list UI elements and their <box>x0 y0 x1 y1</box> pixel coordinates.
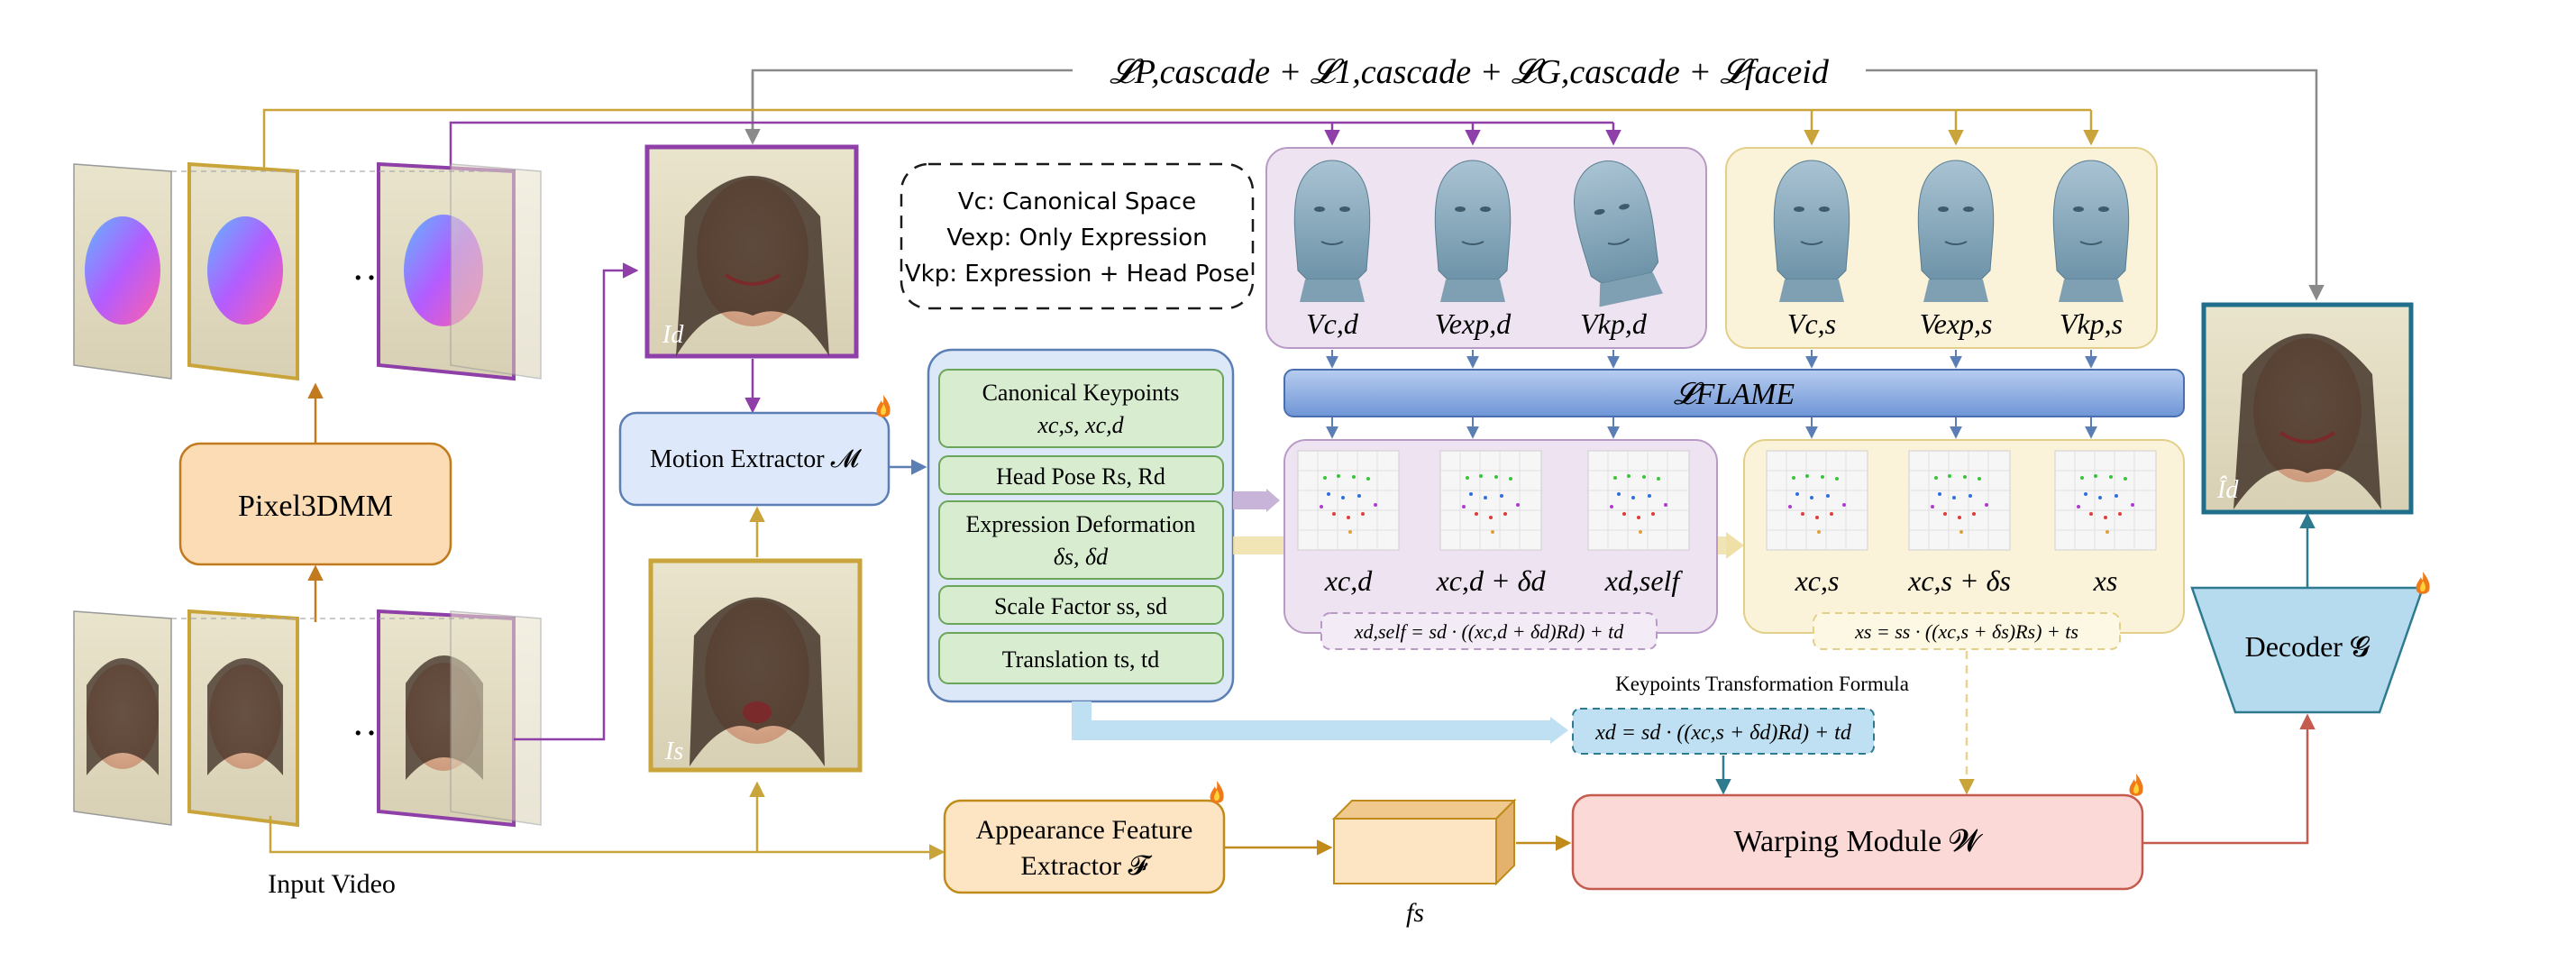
kp-label-s-0: xc,s <box>1795 564 1840 597</box>
mesh-vc-s <box>1773 160 1850 303</box>
param-translation: Translation ts, td <box>938 632 1224 684</box>
param-expression: Expression Deformation δs, δd <box>938 500 1224 580</box>
legend-line2: Vexp: Only Expression <box>946 224 1207 252</box>
thick-arrowhead-gold <box>1726 532 1744 559</box>
param-canonical: Canonical Keypoints xc,s, xc,d <box>938 369 1224 448</box>
source-frame-label: Is <box>664 738 683 765</box>
arrow-warp-to-decoder <box>2142 713 2316 845</box>
frame-stack-top: … <box>73 161 542 381</box>
formula-self-text: xd,self = sd · ((xc,d + δd)Rd) + td <box>1354 620 1625 643</box>
param-headpose: Head Pose Rs, Rd <box>938 455 1224 495</box>
param-canonical-line1: Canonical Keypoints <box>982 380 1180 406</box>
mesh-vc-d <box>1293 160 1371 303</box>
motion-extractor-label: Motion Extractor 𝓜 <box>650 445 863 473</box>
feature-volume-label: fs <box>1406 898 1424 928</box>
fire-icon <box>2129 774 2143 796</box>
pixel3dmm-label: Pixel3DMM <box>238 490 393 523</box>
thick-arrowhead-purple <box>1266 489 1280 512</box>
mesh-vkp-s <box>2052 160 2130 303</box>
pixel3dmm-box <box>178 442 452 566</box>
mesh-label-d-0: Vc,d <box>1306 307 1359 340</box>
appearance-extractor-line1: Appearance Feature <box>976 815 1193 845</box>
formula-caption: Keypoints Transformation Formula <box>1615 673 1909 695</box>
mesh-vexp-s <box>1917 160 1995 303</box>
kp-label-s-1: xc,s + δs <box>1907 564 2011 597</box>
formula-driving-box <box>1572 708 1875 755</box>
arrow-frames-to-appearance <box>269 816 945 860</box>
formula-self-box <box>1320 612 1658 650</box>
kp-label-d-2: xd,self <box>1604 564 1684 597</box>
purple-routing-top <box>449 121 1621 171</box>
kp-label-d-1: xc,d + δd <box>1436 564 1547 597</box>
kp-grid-d-2 <box>1587 450 1690 551</box>
fire-icon <box>1210 781 1224 803</box>
feature-volume <box>1331 798 1517 886</box>
gold-routing-top <box>262 108 2099 171</box>
mesh-label-s-1: Vexp,s <box>1920 307 1993 340</box>
kp-label-d-0: xc,d <box>1324 564 1373 597</box>
kp-label-s-2: xs <box>2093 564 2118 597</box>
thick-arrowhead-blue <box>1550 717 1568 744</box>
appearance-extractor-line2: Extractor 𝓕 <box>1020 851 1152 881</box>
output-frame: Îd <box>2201 302 2414 515</box>
kp-grid-s-0 <box>1766 450 1868 551</box>
flame-loss-label: 𝓛FLAME <box>1674 378 1795 411</box>
decoder-box <box>2190 586 2425 714</box>
frame-stack-bottom: … <box>73 609 542 828</box>
param-translation-label: Translation ts, td <box>1002 646 1160 673</box>
output-frame-label: Îd <box>2216 476 2239 504</box>
kp-grid-d-1 <box>1439 450 1542 551</box>
formula-source-text: xs = ss · ((xc,s + δs)Rs) + ts <box>1854 620 2078 643</box>
kp-grid-d-0 <box>1297 450 1400 551</box>
arrow-frames-to-driving <box>514 262 639 741</box>
legend-box <box>900 162 1255 310</box>
kp-grid-s-2 <box>2054 450 2157 551</box>
kp-grid-s-1 <box>1908 450 2011 551</box>
formula-driving-text: xd = sd · ((xc,s + δd)Rd) + td <box>1594 721 1852 745</box>
decoder-label: Decoder 𝓖 <box>2245 630 2370 663</box>
mesh-label-d-2: Vkp,d <box>1580 307 1648 340</box>
legend-line1: Vc: Canonical Space <box>958 188 1196 215</box>
mesh-vexp-d <box>1434 160 1512 303</box>
param-scale: Scale Factor ss, sd <box>938 585 1224 625</box>
param-headpose-label: Head Pose Rs, Rd <box>996 463 1165 490</box>
top-loss-path <box>744 69 2325 301</box>
driving-frame-label: Id <box>662 321 684 349</box>
param-expression-line2: δs, δd <box>1054 544 1109 570</box>
driving-frame: Id <box>644 144 859 359</box>
flame-connectors <box>1326 350 2097 439</box>
mesh-label-d-1: Vexp,d <box>1435 307 1512 340</box>
thick-arrow-blue <box>1072 701 1550 740</box>
legend-line3: Vkp: Expression + Head Pose <box>905 261 1249 288</box>
mesh-label-s-0: Vc,s <box>1787 307 1836 340</box>
source-frame: Is <box>648 558 863 773</box>
formula-source-box <box>1813 612 2121 650</box>
top-loss-label: 𝓛P,cascade + 𝓛1,cascade + 𝓛G,cascade + 𝓛… <box>1110 53 1830 91</box>
flame-loss-bar <box>1283 369 2185 417</box>
param-expression-line1: Expression Deformation <box>966 511 1196 537</box>
fire-icon <box>2416 572 2430 594</box>
mesh-label-s-2: Vkp,s <box>2060 307 2123 340</box>
param-scale-label: Scale Factor ss, sd <box>994 593 1167 619</box>
warping-module-label: Warping Module 𝓦 <box>1734 825 1984 858</box>
fire-icon <box>876 395 891 417</box>
motion-extractor-box <box>618 411 891 507</box>
param-canonical-line2: xc,s, xc,d <box>1037 412 1124 438</box>
input-video-label: Input Video <box>268 869 396 899</box>
